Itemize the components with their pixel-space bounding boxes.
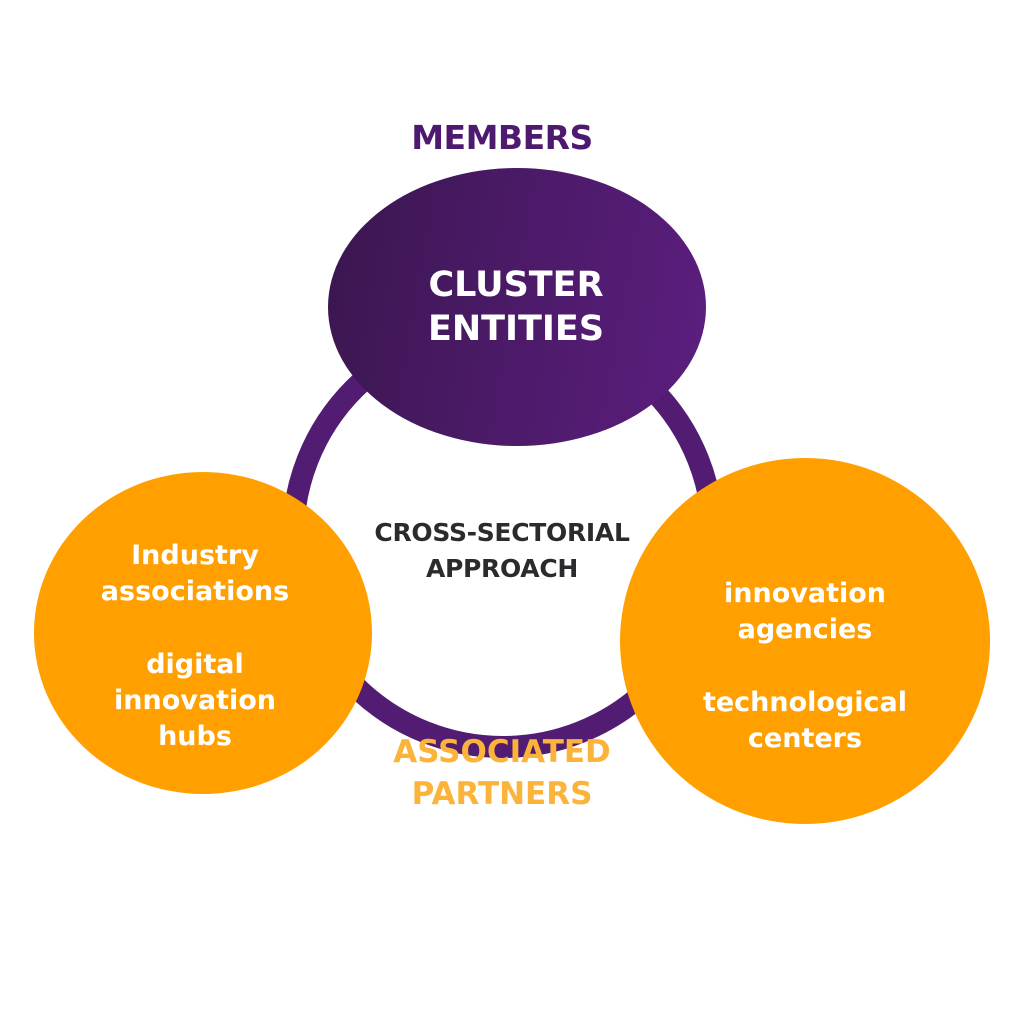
item-line: centers [747, 723, 863, 754]
digital-innovation-hubs-item: digital innovation hubs [60, 647, 330, 755]
associated-partners-heading: ASSOCIATED PARTNERS [342, 731, 662, 815]
item-line: innovation [114, 685, 276, 716]
technological-centers-item: technological centers [650, 685, 960, 757]
cross-line: APPROACH [425, 554, 579, 583]
cluster-line: CLUSTER [428, 265, 604, 305]
industry-associations-item: Industry associations [60, 538, 330, 610]
cross-line: CROSS-SECTORIAL [374, 518, 630, 547]
cluster-line: ENTITIES [427, 309, 605, 349]
left-node-text: Industry associations digital innovation… [60, 538, 330, 755]
item-line: innovation [724, 578, 886, 609]
left-partners-node [34, 472, 372, 794]
item-line: Industry [131, 540, 259, 571]
item-line: associations [100, 576, 290, 607]
innovation-agencies-item: innovation agencies [650, 576, 960, 648]
item-line: hubs [158, 721, 232, 752]
members-heading: MEMBERS [411, 118, 593, 157]
item-line: digital [146, 649, 244, 680]
cluster-entities-label: CLUSTER ENTITIES [380, 263, 652, 351]
assoc-line: ASSOCIATED [393, 734, 611, 770]
assoc-line: PARTNERS [411, 776, 593, 812]
cluster-entities-node [328, 168, 706, 446]
item-line: agencies [737, 614, 873, 645]
right-node-text: innovation agencies technological center… [650, 576, 960, 757]
cross-sectorial-label: CROSS-SECTORIAL APPROACH [342, 515, 662, 587]
item-line: technological [702, 687, 908, 718]
right-partners-node [620, 458, 990, 824]
